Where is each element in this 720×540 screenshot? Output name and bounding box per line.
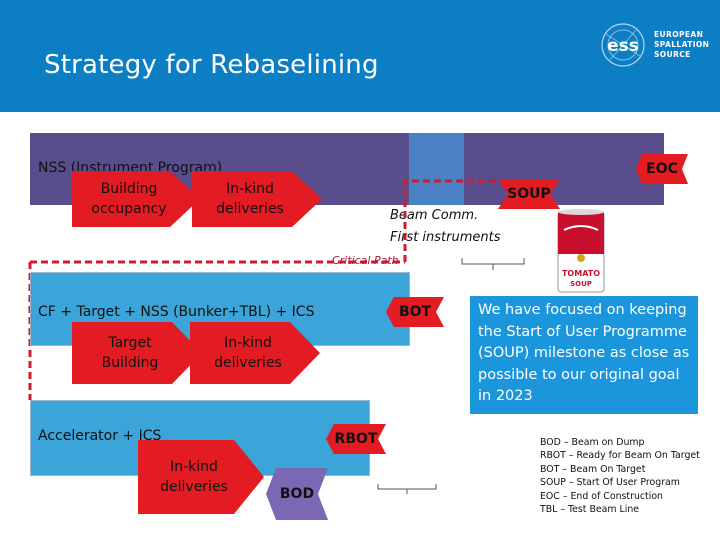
rbot-milestone: RBOT: [326, 424, 386, 454]
logo-word: EUROPEAN: [654, 30, 704, 39]
nss-arrow-inkind-label: In-kind deliveries: [216, 181, 284, 217]
soup-column: [409, 133, 464, 205]
soup-milestone: SOUP: [498, 179, 560, 209]
critical-path-label: Critical Path: [332, 254, 399, 267]
page-title: Strategy for Rebaselining: [44, 50, 379, 80]
bot-milestone: BOT: [386, 297, 444, 327]
header-bar: Strategy for Rebaselining ess EUROPEAN S…: [0, 0, 720, 112]
ess-logo: ess EUROPEAN SPALLATION SOURCE: [596, 20, 716, 70]
legend-item: SOUP – Start Of User Program: [540, 477, 680, 489]
soup-can-icon: TOMATO SOUP: [557, 209, 605, 293]
legend-item: BOD – Beam on Dump: [540, 437, 645, 448]
legend-item: BOT – Beam On Target: [540, 463, 646, 475]
cf-arrow-inkind: In-kind deliveries: [190, 322, 320, 384]
legend-item: RBOT – Ready for Beam On Target: [540, 450, 700, 462]
cf-band-label: CF + Target + NSS (Bunker+TBL) + ICS: [38, 304, 315, 320]
legend-item: EOC – End of Construction: [540, 490, 664, 502]
bot-label: BOT: [398, 304, 432, 320]
acc-arrow-inkind-label: In-kind deliveries: [160, 459, 228, 495]
abbreviation-legend: BOD – Beam on Dump RBOT – Ready for Beam…: [540, 436, 700, 516]
eoc-label: EOC: [646, 161, 678, 177]
acc-arrow-inkind: In-kind deliveries: [138, 440, 264, 514]
rbot-label: RBOT: [334, 431, 378, 447]
nss-arrow-building-label: Building occupancy: [91, 181, 167, 217]
logo-word: SPALLATION: [654, 40, 710, 49]
logo-words: EUROPEAN SPALLATION SOURCE: [654, 30, 709, 60]
legend-item: TBL – Test Beam Line: [540, 504, 640, 516]
nss-arrow-inkind: In-kind deliveries: [192, 171, 322, 227]
logo-word: SOURCE: [654, 50, 691, 59]
can-sub-label: SOUP: [570, 280, 592, 288]
soup-info-box: We have focused on keeping the Start of …: [470, 296, 698, 414]
beam-comm-line: Beam Comm.: [390, 208, 479, 223]
soup-label: SOUP: [507, 186, 551, 202]
beam-comm-note: Beam Comm. First instruments: [390, 205, 501, 249]
eoc-milestone: EOC: [636, 154, 688, 184]
cf-arrow-target: Target Building: [72, 322, 202, 384]
logo-mark: ess: [607, 36, 639, 56]
ess-logo-icon: ess: [601, 23, 645, 67]
beam-comm-line: First instruments: [390, 230, 501, 245]
cf-arrow-target-label: Target Building: [101, 335, 159, 371]
accelerator-band-label: Accelerator + ICS: [38, 428, 162, 444]
can-label: TOMATO: [562, 269, 600, 278]
nss-arrow-building: Building occupancy: [72, 171, 200, 227]
bod-label: BOD: [279, 486, 315, 502]
bod-milestone: BOD: [266, 468, 328, 520]
cf-arrow-inkind-label: In-kind deliveries: [214, 335, 282, 371]
